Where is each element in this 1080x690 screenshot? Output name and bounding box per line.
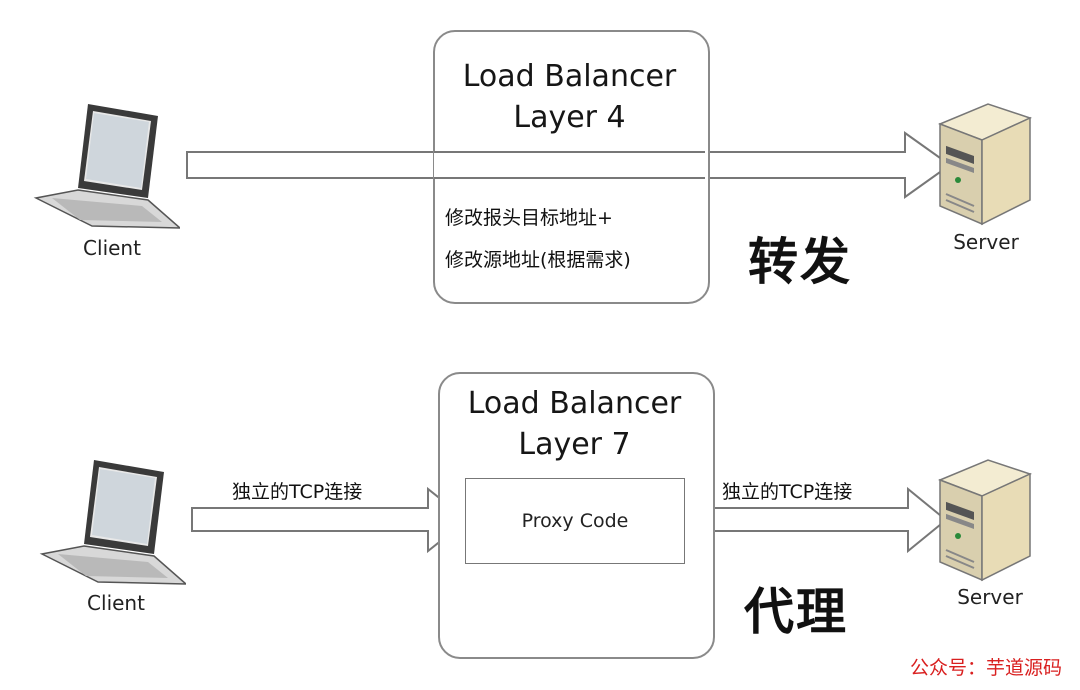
client-label-top: Client xyxy=(83,236,141,260)
layer4-title-line2: Layer 4 xyxy=(513,100,626,135)
server-label-top: Server xyxy=(953,230,1019,254)
laptop-icon xyxy=(33,104,180,229)
left-tcp-label: 独立的TCP连接 xyxy=(232,481,363,503)
server-label-bottom: Server xyxy=(957,585,1023,609)
layer4-note-line1: 修改报头目标地址+ xyxy=(445,207,613,229)
proxy-code-label: Proxy Code xyxy=(521,510,629,532)
layer7-title-line1: Load Balancer xyxy=(467,386,682,421)
layer4-title-line1: Load Balancer xyxy=(462,59,677,94)
layer7-action-label: 代理 xyxy=(744,583,848,641)
right-tcp-label: 独立的TCP连接 xyxy=(722,481,853,503)
client-label-bottom: Client xyxy=(87,591,145,615)
laptop-icon xyxy=(39,460,186,585)
watermark-text: 公众号：芋道源码 xyxy=(909,657,1062,679)
proxy-code-box: Proxy Code xyxy=(465,478,685,564)
layer4-action-label: 转发 xyxy=(748,233,852,291)
layer4-note-line2: 修改源地址(根据需求) xyxy=(445,249,631,271)
arrow-icon xyxy=(683,486,948,554)
server-icon xyxy=(937,459,1033,582)
server-icon xyxy=(937,103,1033,226)
layer7-title-line2: Layer 7 xyxy=(518,427,631,462)
